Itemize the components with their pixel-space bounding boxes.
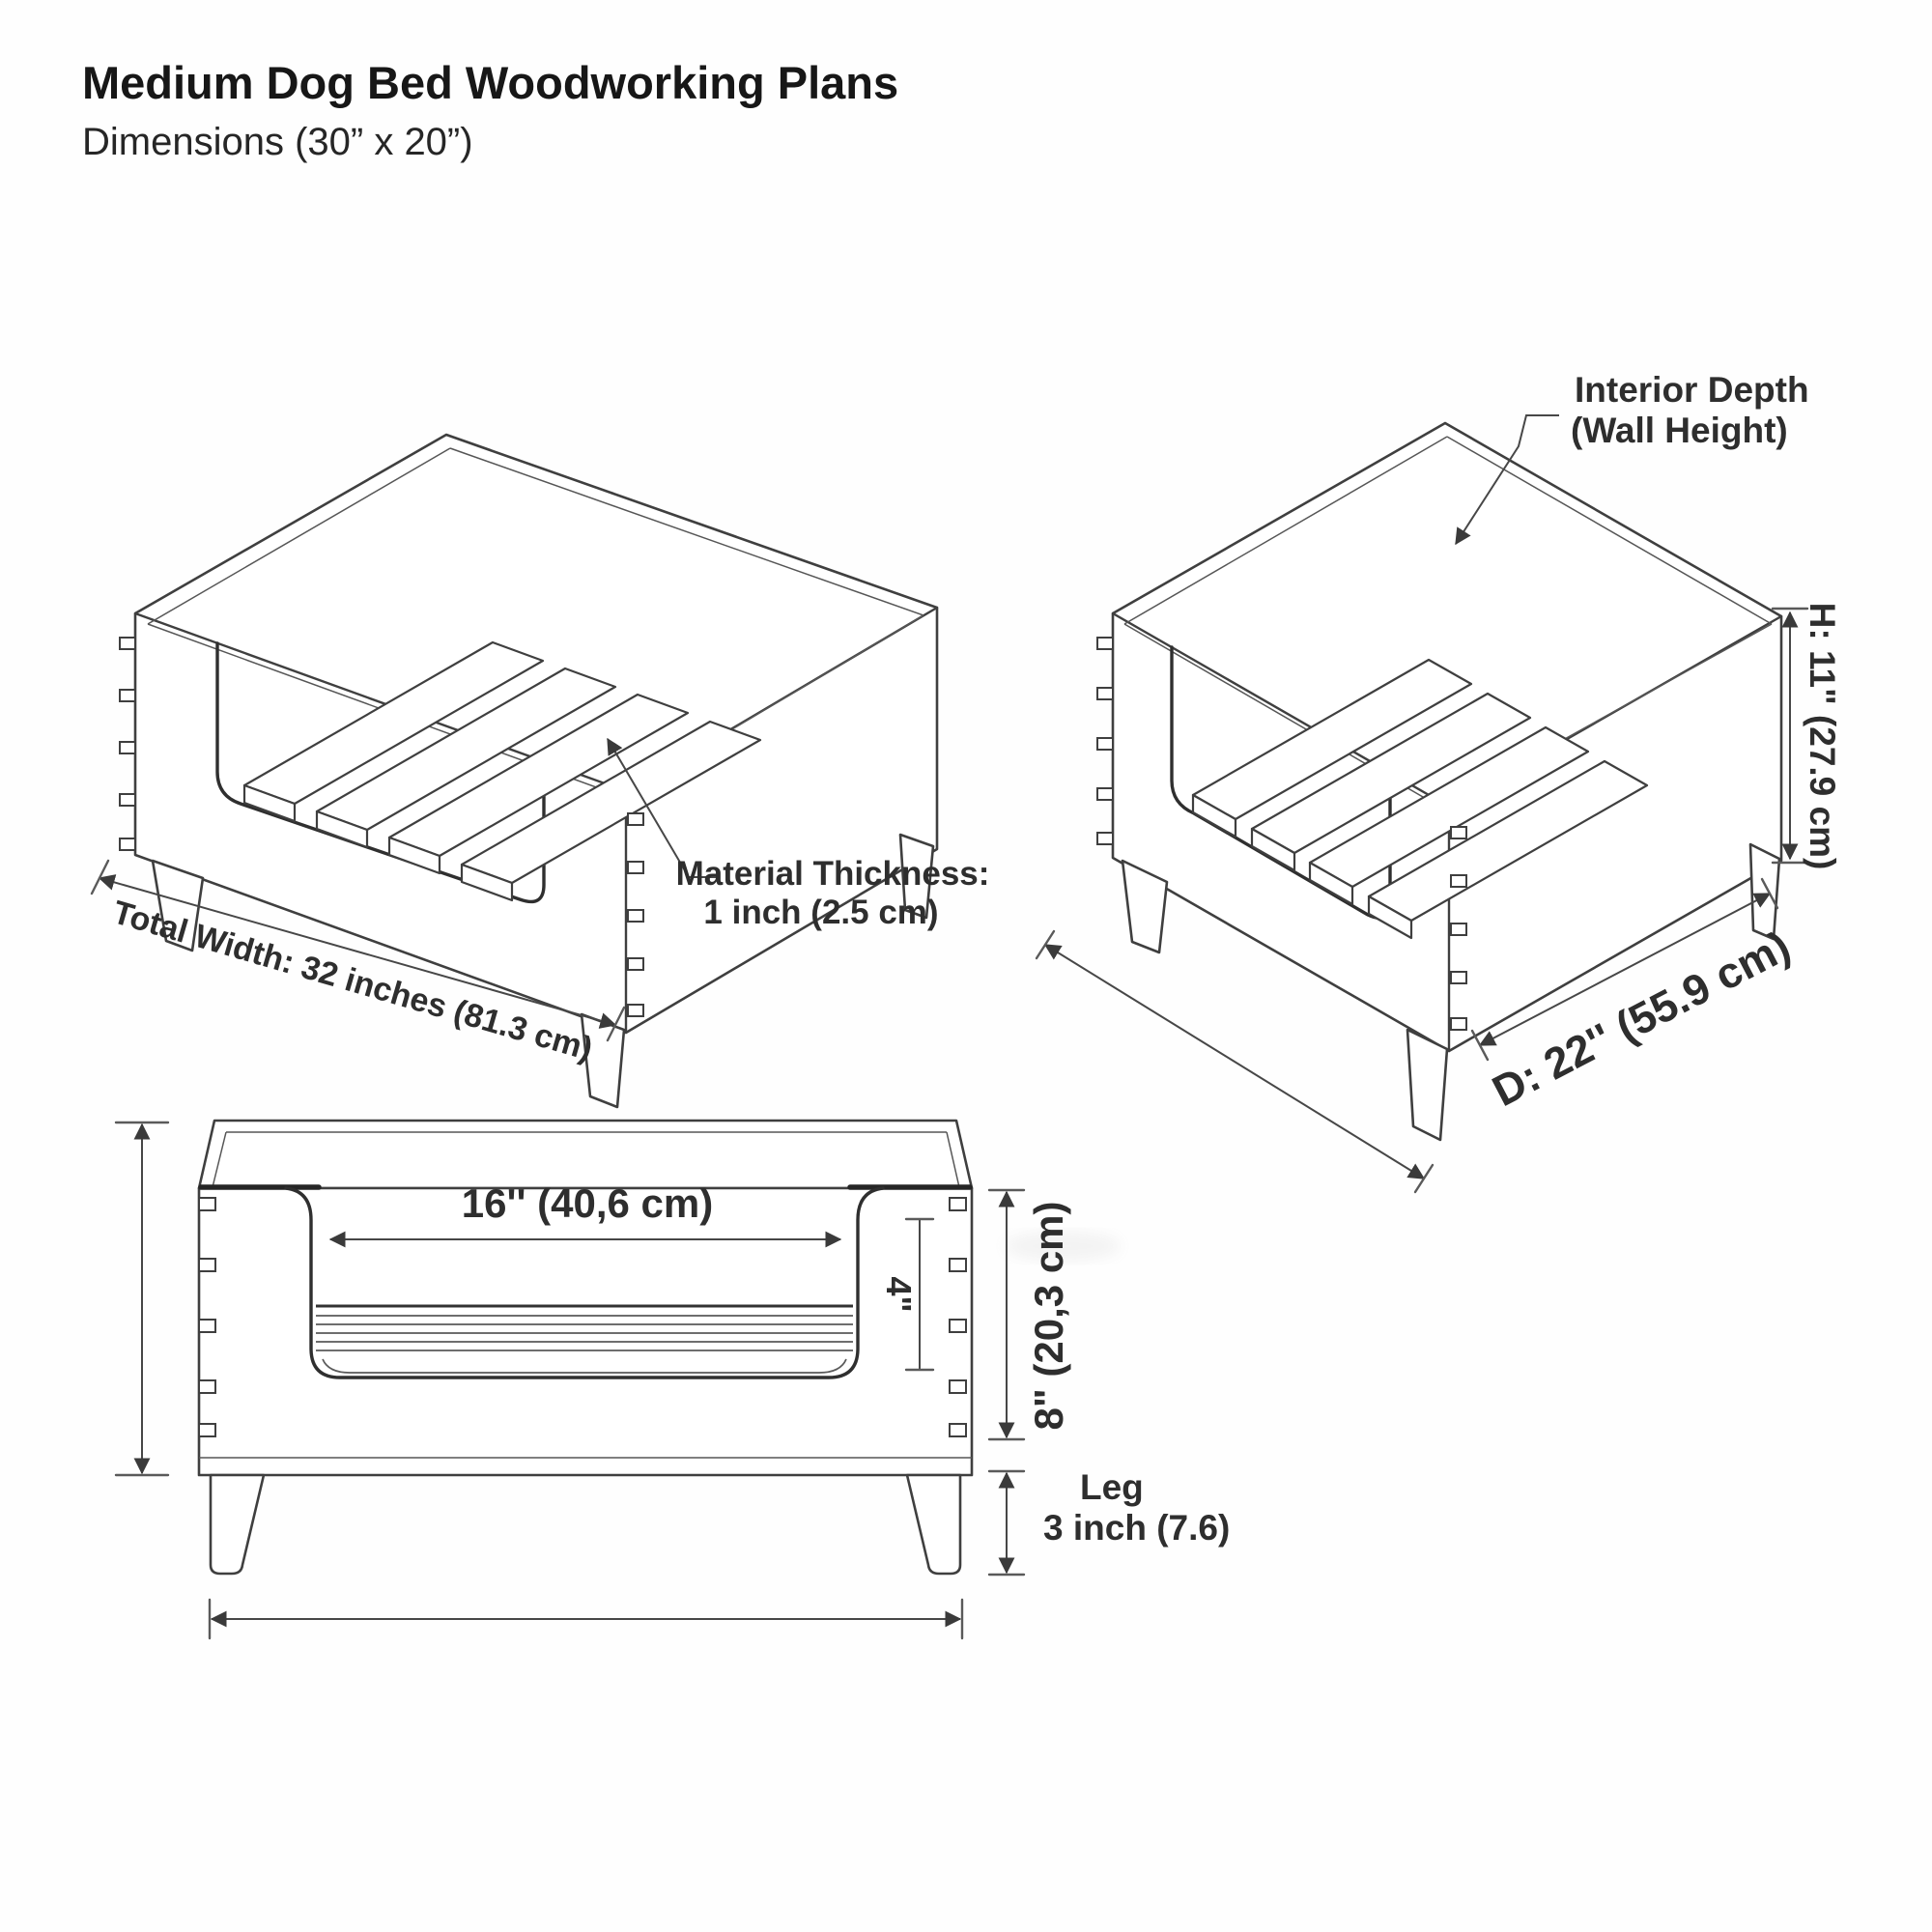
dim-width-unlabeled bbox=[1035, 929, 1435, 1194]
dim-height: H: 11" (27.9 cm) bbox=[1771, 603, 1842, 870]
dim-opening-width-label: 16'' (40,6 cm) bbox=[462, 1180, 713, 1226]
dim-leg-label-2: 3 inch (7.6) bbox=[1043, 1508, 1230, 1548]
finger-joints-left bbox=[198, 1197, 216, 1437]
front-cutout bbox=[284, 1186, 885, 1379]
extension-tick bbox=[1035, 929, 1056, 960]
joint-mark bbox=[1096, 637, 1114, 650]
rim-inner-left-back bbox=[1123, 436, 1448, 625]
extension-tick bbox=[1760, 877, 1779, 910]
finger-joints-left-edge bbox=[119, 637, 136, 851]
joint-mark bbox=[198, 1319, 216, 1333]
joint-mark bbox=[627, 957, 644, 971]
material-thickness-label-2: 1 inch (2.5 cm) bbox=[703, 894, 938, 931]
joint-mark bbox=[119, 741, 136, 754]
slat-stack bbox=[316, 1304, 853, 1374]
legs bbox=[209, 1473, 962, 1576]
extension-tick bbox=[1413, 1163, 1435, 1194]
joint-mark bbox=[1096, 687, 1114, 700]
extension-tick bbox=[1470, 1029, 1490, 1062]
joint-mark bbox=[198, 1197, 216, 1211]
joint-mark bbox=[119, 637, 136, 650]
joint-mark bbox=[198, 1423, 216, 1437]
dim-leg-label-1: Leg bbox=[1080, 1467, 1144, 1507]
dim-opening-drop-label: 4" bbox=[879, 1276, 919, 1312]
joint-mark bbox=[1096, 832, 1114, 845]
dim-opening-drop: 4" bbox=[879, 1217, 935, 1372]
extension-tick bbox=[90, 859, 110, 895]
back-wall-inner-slant-left bbox=[212, 1131, 227, 1188]
interior-depth-label-2: (Wall Height) bbox=[1571, 411, 1788, 450]
slat-end bbox=[1191, 793, 1237, 838]
joint-mark bbox=[949, 1319, 967, 1333]
dimension-line bbox=[98, 874, 617, 1029]
joint-mark bbox=[1450, 874, 1467, 888]
extension-tick bbox=[606, 1006, 626, 1042]
leg-back-right bbox=[898, 833, 935, 920]
leader-line bbox=[1455, 414, 1559, 546]
iso-view-left: Total Width: 32 inches (81.3 cm) Materia… bbox=[90, 433, 990, 1109]
joint-mark bbox=[1096, 787, 1114, 801]
leg-front-center bbox=[1406, 1028, 1449, 1142]
header: Medium Dog Bed Woodworking Plans Dimensi… bbox=[82, 57, 898, 163]
slat-end bbox=[1250, 827, 1296, 872]
front-view: 16'' (40,6 cm) 4" 8" (20,3 cm) Leg 3 inc… bbox=[114, 1119, 1230, 1640]
joint-mark bbox=[1450, 923, 1467, 936]
material-thickness-label-1: Material Thickness: bbox=[676, 855, 990, 893]
joint-mark bbox=[119, 689, 136, 702]
dimension-line bbox=[1478, 893, 1772, 1046]
dim-wall-height: 8" (20,3 cm) bbox=[987, 1188, 1071, 1441]
joint-mark bbox=[1450, 971, 1467, 984]
slat-end bbox=[1308, 861, 1354, 906]
joint-mark bbox=[1450, 1017, 1467, 1031]
leader-line bbox=[607, 737, 720, 878]
front-panel bbox=[197, 1186, 974, 1477]
slat-end bbox=[315, 810, 369, 849]
joint-mark bbox=[627, 1004, 644, 1017]
leg-left bbox=[209, 1473, 266, 1576]
leg-right bbox=[905, 1473, 962, 1576]
page-subtitle: Dimensions (30” x 20”) bbox=[82, 121, 473, 163]
joint-mark bbox=[119, 793, 136, 807]
joint-mark bbox=[949, 1197, 967, 1211]
joint-mark bbox=[627, 861, 644, 874]
dimension-line bbox=[1043, 944, 1426, 1179]
slat-end bbox=[1367, 895, 1413, 940]
rim-inner-back-right bbox=[1446, 436, 1773, 625]
page-title: Medium Dog Bed Woodworking Plans bbox=[82, 57, 898, 108]
iso-view-right: Interior Depth (Wall Height) H: 11" (27.… bbox=[1035, 370, 1842, 1194]
back-wall bbox=[197, 1119, 974, 1190]
dim-height-label: H: 11" (27.9 cm) bbox=[1803, 603, 1842, 870]
finger-joints-left-edge bbox=[1096, 637, 1114, 845]
finger-joints-right bbox=[949, 1197, 967, 1437]
finger-joints-front-right-edge bbox=[1450, 826, 1467, 1031]
joint-mark bbox=[198, 1379, 216, 1394]
joint-mark bbox=[198, 1258, 216, 1272]
slats bbox=[242, 640, 762, 902]
joint-mark bbox=[1096, 737, 1114, 751]
slat-end bbox=[387, 836, 441, 875]
joint-mark bbox=[949, 1379, 967, 1394]
joint-mark bbox=[119, 838, 136, 851]
dim-overall-height bbox=[114, 1121, 170, 1477]
callout-interior-depth: Interior Depth (Wall Height) bbox=[1455, 370, 1809, 546]
joint-mark bbox=[1450, 826, 1467, 839]
dim-wall-height-label: 8" (20,3 cm) bbox=[1026, 1201, 1071, 1430]
joint-mark bbox=[627, 909, 644, 923]
rim-inner-left-back bbox=[147, 447, 451, 625]
joint-mark bbox=[949, 1258, 967, 1272]
finger-joints-front-right-edge bbox=[627, 812, 644, 1017]
interior-depth-label-1: Interior Depth bbox=[1575, 370, 1809, 410]
callout-material-thickness: Material Thickness: 1 inch (2.5 cm) bbox=[607, 737, 990, 931]
dim-overall-width bbox=[208, 1598, 964, 1640]
slat-end bbox=[242, 783, 297, 823]
rim-inner-back-right bbox=[449, 447, 924, 616]
slat-line bbox=[322, 1358, 847, 1374]
slats bbox=[1191, 658, 1649, 940]
dim-opening-width: 16'' (40,6 cm) bbox=[328, 1180, 842, 1248]
joint-mark bbox=[949, 1423, 967, 1437]
dim-leg: Leg 3 inch (7.6) bbox=[987, 1467, 1230, 1577]
back-wall-inner-slant-right bbox=[946, 1131, 960, 1188]
joint-mark bbox=[627, 812, 644, 826]
